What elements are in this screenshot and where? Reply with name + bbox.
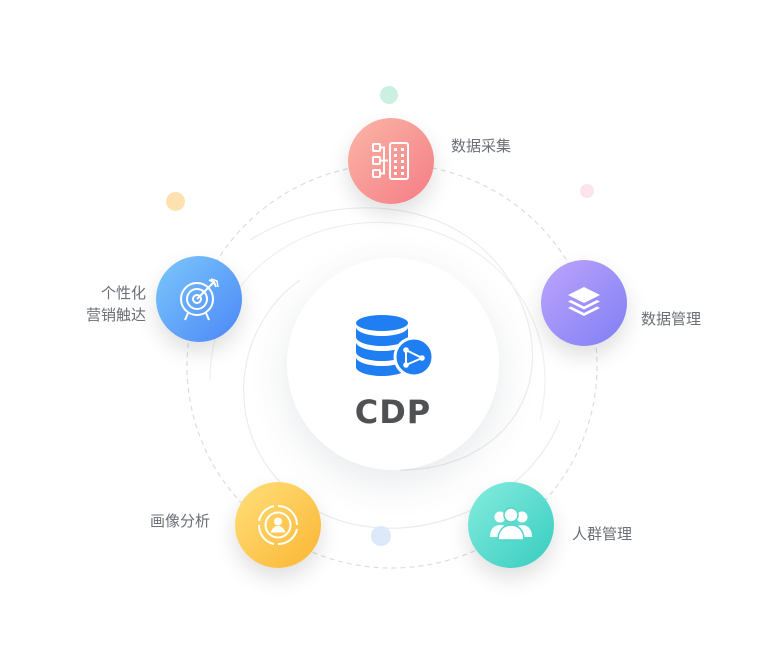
label-data-collection: 数据采集 (451, 137, 512, 155)
decor-dot-blue (371, 526, 391, 546)
label-portrait-analysis: 画像分析 (150, 512, 211, 530)
user-portrait-icon (257, 505, 298, 546)
swirl-arc-1 (249, 207, 534, 471)
node-crowd-management[interactable] (468, 482, 554, 568)
label-marketing-line-2: 营销触达 (85, 306, 146, 324)
center-circle (287, 258, 499, 470)
database-share-icon (356, 315, 435, 378)
decor-dot-yellow (166, 192, 185, 211)
label-marketing-line-1: 个性化 (100, 284, 146, 302)
label-crowd-management: 人群管理 (572, 525, 633, 543)
decor-dot-green (380, 86, 398, 104)
label-personalized-marketing: 个性化 营销触达 (60, 282, 146, 326)
node-personalized-marketing[interactable] (156, 256, 242, 342)
node-data-management[interactable] (541, 260, 627, 346)
data-flow-icon (372, 142, 409, 180)
node-portrait-analysis[interactable] (235, 482, 321, 568)
center-title: CDP (354, 393, 432, 431)
people-group-icon (490, 507, 532, 541)
label-data-management: 数据管理 (641, 310, 702, 328)
target-icon (180, 278, 219, 321)
node-data-collection[interactable] (348, 118, 434, 204)
layers-icon (568, 287, 600, 316)
decor-dot-pink (580, 184, 594, 198)
